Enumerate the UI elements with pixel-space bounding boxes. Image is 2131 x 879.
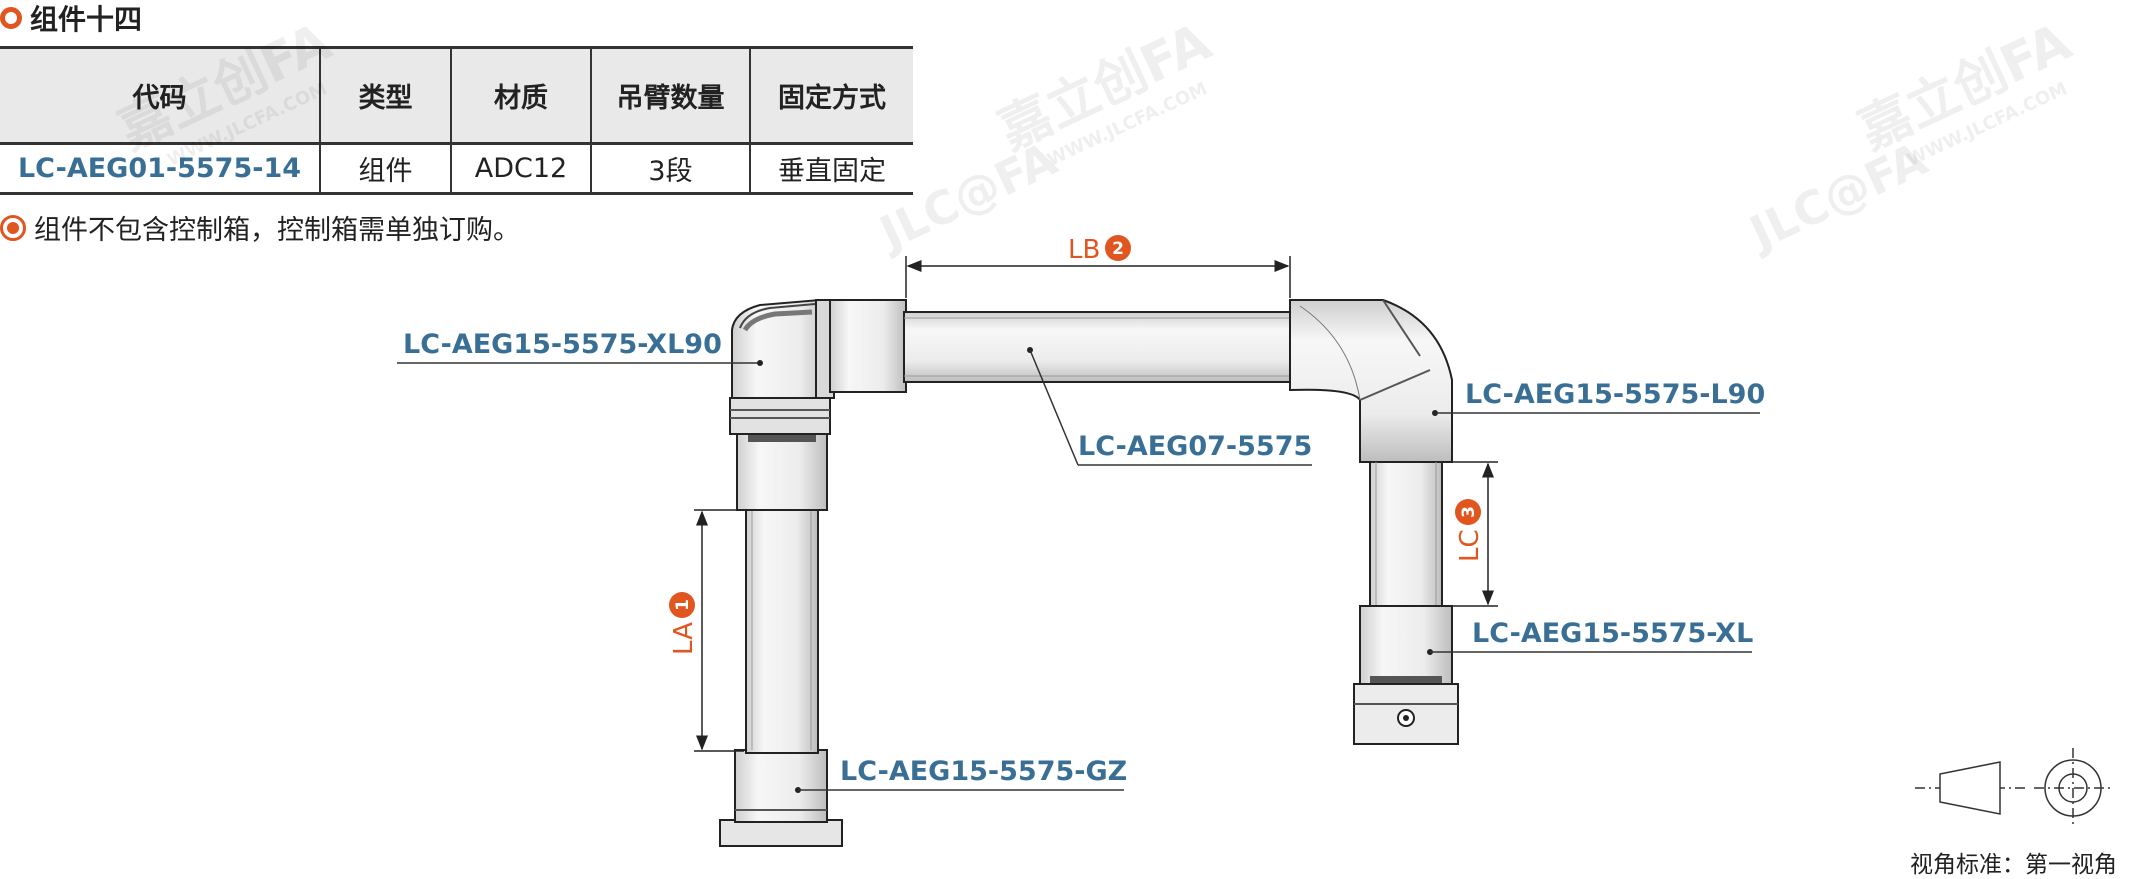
projection-label: 视角标准：第一视角 bbox=[1910, 852, 2117, 878]
header-code: 代码 bbox=[0, 47, 321, 144]
dimension-marker-icon bbox=[1105, 235, 1131, 261]
dimension-marker-icon bbox=[669, 592, 695, 618]
left-column bbox=[719, 397, 843, 847]
table-header-row: 代码 类型 材质 吊臂数量 固定方式 bbox=[0, 47, 913, 144]
dim-lc-num: 3 bbox=[1459, 506, 1479, 518]
dimension-lc: LC 3 bbox=[1444, 461, 1498, 607]
part-label-right-connector: LC-AEG15-5575-XL bbox=[1427, 618, 1753, 655]
dim-la-text: LA bbox=[669, 622, 699, 655]
crossbar bbox=[903, 311, 1291, 383]
cell-code: LC-AEG01-5575-14 bbox=[0, 143, 321, 194]
header-type: 类型 bbox=[319, 47, 452, 144]
part-label-top-left-elbow: LC-AEG15-5575-XL90 bbox=[397, 329, 763, 366]
label-top-left-elbow: LC-AEG15-5575-XL90 bbox=[403, 329, 722, 360]
dim-lb-text: LB bbox=[1068, 235, 1100, 265]
watermark: 嘉立创FA WWW.JLCFA.COM 嘉立创FA WWW.JLCFA.COM … bbox=[110, 12, 2080, 261]
header-fixing: 固定方式 bbox=[749, 47, 913, 144]
label-base-mount: LC-AEG15-5575-GZ bbox=[840, 756, 1127, 787]
spec-table: 代码 类型 材质 吊臂数量 固定方式 LC-AEG01-5575-14 组件 A… bbox=[0, 46, 913, 195]
dimension-la: LA 1 bbox=[669, 509, 744, 752]
projection-symbol-icon bbox=[1915, 748, 2112, 828]
right-elbow bbox=[1289, 299, 1453, 463]
label-right-connector: LC-AEG15-5575-XL bbox=[1472, 618, 1753, 649]
label-right-elbow: LC-AEG15-5575-L90 bbox=[1465, 379, 1765, 410]
cell-fixing: 垂直固定 bbox=[749, 143, 913, 194]
watermark-logo: JLC@FA bbox=[1739, 131, 1935, 261]
section-title: 组件十四 bbox=[0, 0, 142, 36]
part-label-right-elbow: LC-AEG15-5575-L90 bbox=[1432, 379, 1765, 416]
table-row: LC-AEG01-5575-14 组件 ADC12 3段 垂直固定 bbox=[0, 143, 913, 194]
part-label-crossbar: LC-AEG07-5575 bbox=[1027, 347, 1312, 466]
top-left-elbow bbox=[731, 298, 907, 399]
dimension-marker-icon bbox=[1455, 499, 1481, 525]
target-icon bbox=[0, 214, 26, 241]
label-crossbar: LC-AEG07-5575 bbox=[1078, 431, 1312, 462]
note: 组件不包含控制箱，控制箱需单独订购。 bbox=[0, 208, 520, 247]
right-column bbox=[1353, 461, 1459, 745]
dimension-lb: LB 2 bbox=[905, 235, 1291, 298]
ring-icon bbox=[0, 7, 22, 29]
dim-lb-num: 2 bbox=[1112, 239, 1124, 259]
cell-arms: 3段 bbox=[590, 143, 751, 194]
section-title-text: 组件十四 bbox=[30, 3, 143, 36]
part-label-base-mount: LC-AEG15-5575-GZ bbox=[795, 756, 1127, 793]
header-material: 材质 bbox=[450, 47, 592, 144]
watermark-logo: JLC@FA bbox=[869, 131, 1065, 261]
note-text: 组件不包含控制箱，控制箱需单独订购。 bbox=[34, 215, 520, 246]
cell-material: ADC12 bbox=[450, 143, 592, 194]
dim-lc-text: LC bbox=[1455, 529, 1485, 562]
dim-la-num: 1 bbox=[673, 599, 693, 611]
cell-type: 组件 bbox=[319, 143, 452, 194]
header-arms: 吊臂数量 bbox=[590, 47, 751, 144]
